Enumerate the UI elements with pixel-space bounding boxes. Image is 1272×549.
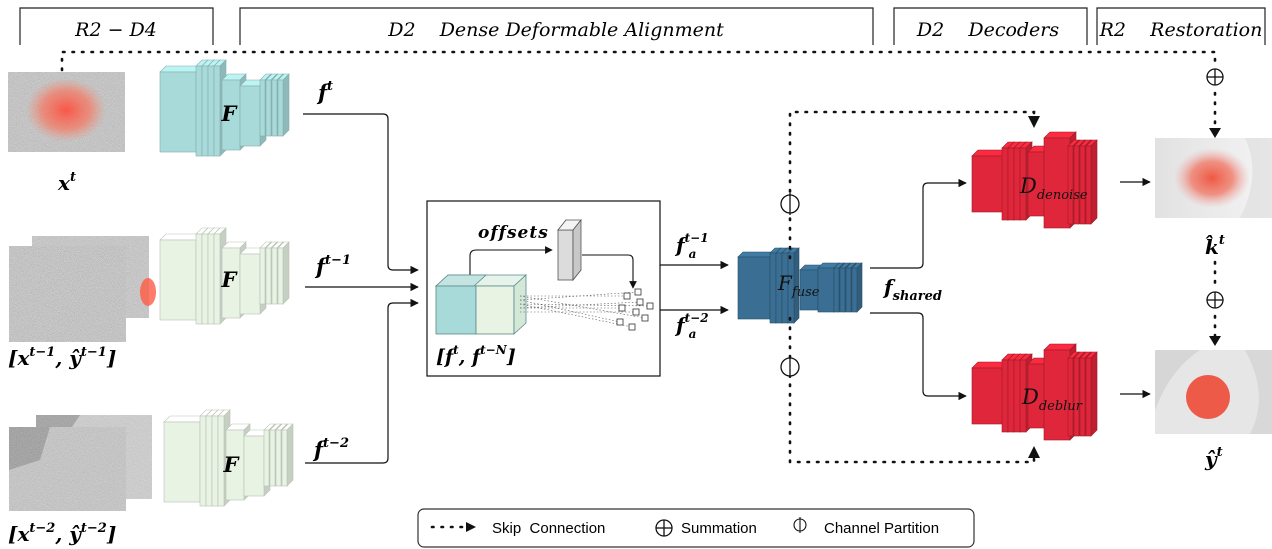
channel-partition-icon-upper [780,193,800,215]
decoder-block-deblur [971,343,1098,441]
legend-partition-icon [793,517,807,533]
sampling-line [519,291,639,301]
output-image-kernel [1155,138,1272,218]
top-skip-connection [60,50,1217,72]
feature-label-ft: ft [316,79,333,105]
skip-connection-upper [788,110,1036,260]
sampling-point [646,302,654,310]
encoder-block-t [159,59,290,157]
sampling-points [616,288,654,331]
channel-partition-icon-lower [780,356,800,378]
header-dense-alignment-label: D2 Dense Deformable Alignment [387,19,724,41]
input-image-pair-t1 [9,236,156,342]
offsets-kernel [557,218,582,282]
input-label-pair-t1: [xt−1, ŷt−1] [8,345,116,370]
header-restoration: R2 Restoration [1096,7,1266,45]
connector-ft [303,113,419,275]
legend: Skip Connection Summation Channel Partit… [417,508,975,548]
legend-summation-icon [655,519,673,537]
concat-feature-cube [434,274,528,335]
header-r2-d4: R2 − D4 [19,7,214,45]
decoder-block-denoise [971,131,1098,229]
header-decoders-label: D2 Decoders [916,19,1060,41]
sampling-line [519,299,621,323]
sampling-line [519,301,641,309]
output-skip-arrowhead [1209,336,1221,346]
legend-partition-label: Channel Partition [824,520,939,537]
legend-skip-label: Skip Connection [492,520,605,537]
sampling-point [628,323,636,331]
offsets-arrow-in [469,246,553,275]
header-restoration-label: R2 Restoration [1099,19,1263,41]
sampling-point [623,292,631,300]
connector-to-denoise [870,178,967,269]
decoder-label-deblur: Ddeblur [1021,385,1083,414]
connector-ft2 [305,298,419,464]
header-decoders: D2 Decoders [893,7,1088,45]
sampling-point [616,318,624,326]
output-label-kernel: k̂t [1205,233,1225,259]
sampling-point [641,314,649,322]
sampling-point [636,298,644,306]
output-image-restored [1155,350,1272,434]
input-label-xt: xt [57,170,76,195]
output-summation-icon [1206,291,1224,309]
encoder-label-t2: F [223,452,241,477]
header-r2-d4-label: R2 − D4 [74,19,157,41]
sampling-point [632,308,640,316]
output-label-restored: ŷt [1204,445,1223,471]
top-summation-icon [1206,68,1224,86]
skip-arrowhead-lower [1028,446,1040,458]
sampling-line [519,303,633,328]
skip-connection-lower [788,316,1036,464]
sampling-line [519,295,646,319]
fuse-block [737,247,863,324]
input-label-pair-t2: [xt−2, ŷt−2] [8,521,116,546]
concat-label: [ft, ft−N] [436,343,516,368]
sampling-point [634,288,642,296]
connector-to-deblur [870,312,967,401]
encoder-block-t2 [163,409,294,507]
input-image-pair-t2 [9,415,152,511]
feature-label-ft1: ft−1 [314,253,351,279]
top-skip-arrowhead [1209,128,1221,138]
shared-feature-label: fshared [882,275,942,304]
legend-summation-label: Summation [681,520,757,537]
offsets-arrow-out [582,254,637,289]
encoder-block-t1 [159,227,290,325]
encoder-label-t: F [221,101,239,126]
skip-arrowhead-upper [1028,116,1040,128]
fuse-label: Ffuse [777,271,820,300]
header-dense-alignment: D2 Dense Deformable Alignment [239,7,874,45]
input-image-xt [8,72,125,152]
sampling-line [519,303,651,307]
decoder-label-denoise: Ddenoise [1019,174,1088,203]
encoder-label-t1: F [221,267,239,292]
feature-label-ft2: ft−2 [312,436,349,462]
offsets-label: offsets [478,223,549,243]
sampling-point [618,304,626,312]
sampling-lines [519,291,651,328]
